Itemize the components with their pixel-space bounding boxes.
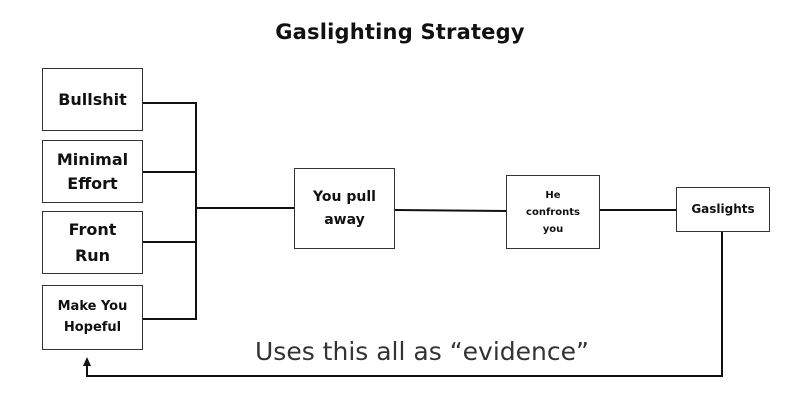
- step-box-you-pull-away: You pull away: [294, 168, 395, 249]
- step-box-gaslights: Gaslights: [676, 187, 770, 232]
- tactic-box-minimal-effort: Minimal Effort: [42, 140, 143, 203]
- feedback-arrowhead: [83, 357, 91, 366]
- connector-to-confronts: [394, 209, 507, 212]
- tactic-box-make-you-hopeful: Make You Hopeful: [42, 285, 143, 350]
- tactic-box-front-run: Front Run: [42, 211, 143, 274]
- feedback-loop-line: [86, 232, 723, 377]
- tactic-box-bullshit: Bullshit: [42, 68, 143, 131]
- diagram-title: Gaslighting Strategy: [275, 20, 525, 44]
- feedback-label: Uses this all as “evidence”: [255, 337, 589, 366]
- step-box-he-confronts-you: He confronts you: [506, 175, 600, 249]
